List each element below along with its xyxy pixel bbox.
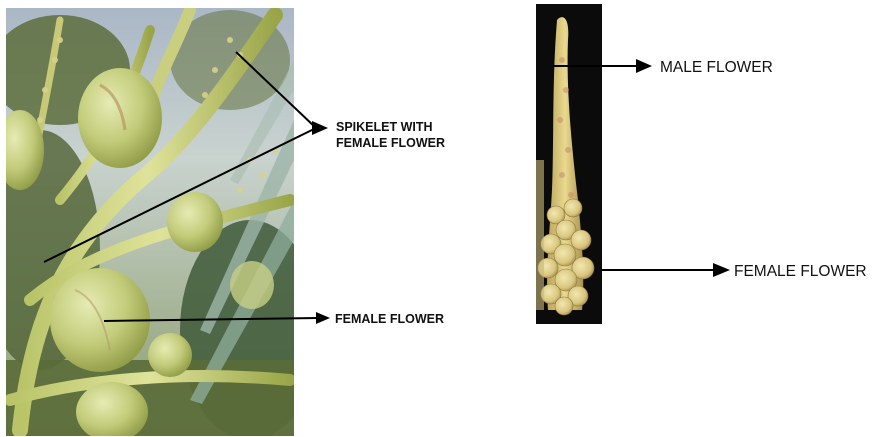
right-photo: [536, 4, 602, 324]
female-flower-label-left: FEMALE FLOWER: [335, 312, 444, 326]
male-flower-arrowhead: [636, 59, 652, 73]
spikelet-label-line2: FEMALE FLOWER: [336, 136, 445, 150]
female-flower-label-right: FEMALE FLOWER: [734, 263, 867, 280]
male-flower-label: MALE FLOWER: [660, 59, 773, 76]
spikelet-arrowhead: [312, 121, 328, 135]
spikelet-label-line1: SPIKELET WITH: [336, 120, 433, 134]
female-flower-right-arrowhead: [713, 263, 730, 277]
female-flower-arrowhead: [316, 312, 330, 324]
left-photo: [0, 8, 320, 437]
